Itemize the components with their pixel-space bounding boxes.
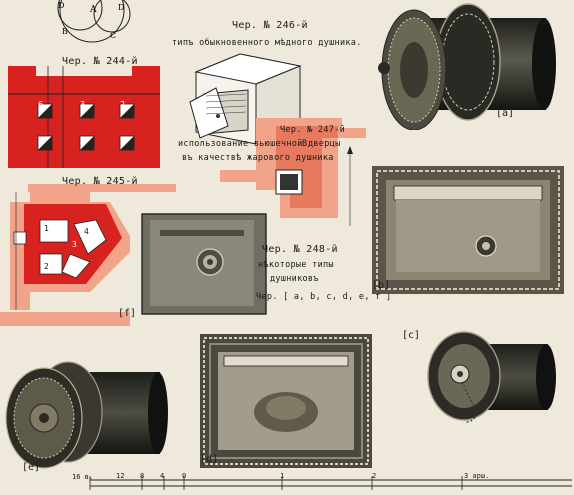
fig-245-corner-stove-plan <box>10 192 130 310</box>
fig-244-letter: A <box>89 5 97 15</box>
section-number: 4 <box>84 227 89 236</box>
label-b: [b] <box>372 280 391 291</box>
fig-b-framed-vent <box>372 166 564 294</box>
fig-245-hatch-strip <box>0 312 130 326</box>
scale-mark: 0 <box>182 472 187 480</box>
fig-247-text-1: использование вьюшечной дверцы <box>178 139 341 149</box>
vent-number: 5 <box>38 138 44 147</box>
scale-mark: 1 <box>280 472 285 480</box>
fig-247-caption: Чер. № 247-й <box>280 125 346 135</box>
scale-mark: 12 <box>116 472 125 480</box>
fig-248-caption: Чер. № 248-й <box>262 244 338 255</box>
scale-unit: 3 арш. <box>464 472 490 480</box>
vent-number: 6 <box>38 100 44 109</box>
section-number: 3 <box>72 240 77 249</box>
fig-e-rosette-cylinder-vent <box>5 361 168 469</box>
vent-number: 2 <box>120 100 126 109</box>
fig-247-l-frame <box>220 118 366 226</box>
fig-248-text-3: Чер. [ a, b, c, d, e, f ] <box>256 292 392 302</box>
fig-246-caption: Чер. № 246-й <box>232 20 308 31</box>
scale-mark: 4 <box>160 472 165 480</box>
label-c: [c] <box>402 330 421 341</box>
fig-d-ornate-framed-vent <box>200 334 372 468</box>
fig-245-caption: Чер. № 245-й <box>62 176 138 187</box>
fig-244-caption: Чер. № 244-й <box>62 56 138 67</box>
fig-244-letter: D <box>118 3 124 12</box>
label-f: [f] <box>118 308 137 319</box>
scale-mark: 8 <box>140 472 145 480</box>
vent-number: 3 <box>80 100 86 109</box>
fig-244-letter: D <box>58 1 64 10</box>
fig-244-letter: B <box>62 27 68 36</box>
label-d: [d] <box>200 454 219 465</box>
fig-247-text-marker: B <box>302 139 308 149</box>
fig-248-text-1: нѣкоторые типы <box>258 260 334 270</box>
fig-246-subtitle: типъ обыкновенного мѣдного душника. <box>172 38 362 48</box>
scale-label-left: 16 в. <box>72 473 94 481</box>
vent-number: 4 <box>80 138 86 147</box>
fig-245-floor-band <box>28 184 176 192</box>
section-number: 1 <box>44 224 49 233</box>
fig-245-stove-panel <box>8 66 160 168</box>
scale-mark: 2 <box>372 472 377 480</box>
scale-bar <box>89 476 572 490</box>
fig-244-circle-diagram: A D D B C <box>57 0 131 43</box>
fig-c-round-cap-vent <box>427 331 556 423</box>
fig-247-text-2: въ качествѣ жарового душника <box>182 153 334 163</box>
vent-number: 1 <box>120 138 126 147</box>
label-e: [e] <box>22 462 41 473</box>
fig-248-text-2: душниковъ <box>270 274 319 284</box>
fig-a-ornamental-cylinder-vent <box>378 3 556 130</box>
label-a: [a] <box>496 108 515 119</box>
section-number: 2 <box>44 262 49 271</box>
fig-f-square-vent <box>141 213 267 315</box>
fig-244-letter: C <box>110 31 116 40</box>
